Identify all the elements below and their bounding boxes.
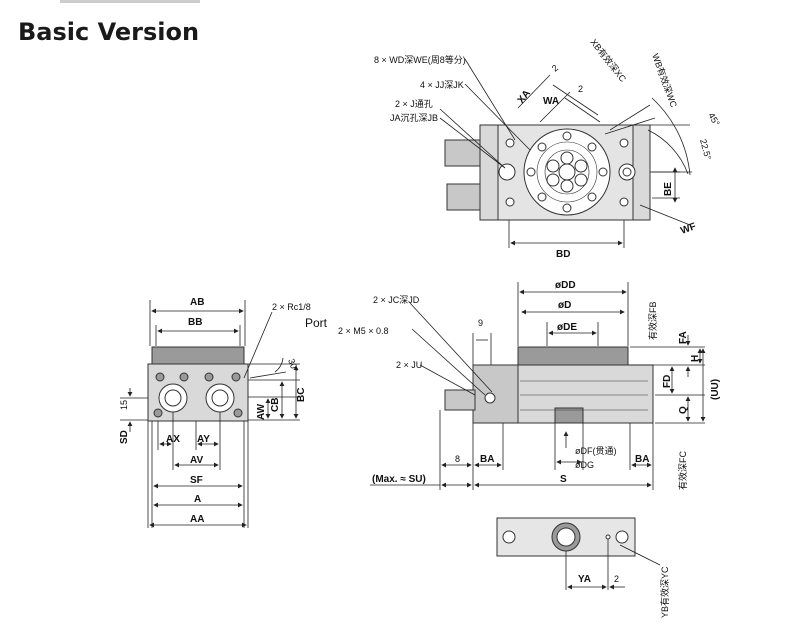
label-30deg: 30° [286,357,300,374]
label-two-b: 2 [578,84,583,94]
label-rc: 2 × Rc1/8 [272,302,311,312]
label-sf: SF [190,475,203,486]
label-aw: AW [256,403,267,420]
page-title: Basic Version [18,18,200,46]
label-ax: AX [166,434,180,445]
label-q: Q [678,406,689,414]
label-sd: SD [119,430,130,444]
label-ja: JA沉孔深JB [390,113,438,123]
label-de: øDE [557,322,577,333]
label-d: øD [558,300,571,311]
detail-view: YA 2 YB有效深YC [496,517,670,618]
side-view: AB BB 2 × Rc1/8 Port 30° 15 SD AW CB BC … [119,297,328,528]
label-xb: XB有效深XC [588,36,629,84]
label-two-a: 2 [550,63,560,74]
label-a: A [194,494,201,505]
label-dd: øDD [555,280,576,291]
label-xa: XA [516,88,533,106]
label-cb: CB [270,398,281,412]
cylinder-tube-lower [446,183,486,211]
label-port: Port [305,316,328,330]
label-ay: AY [197,434,210,445]
label-be: BE [663,182,674,196]
front-view: øDD øD øDE 有效深FB 2 × JC深JD 2 × M5 × 0.8 … [338,280,721,490]
label-aa: AA [190,514,204,525]
label-jj: 4 × JJ深JK [420,80,464,90]
top-edge-fragment [60,0,200,3]
label-fc: 有效深FC [677,451,688,490]
label-ab: AB [190,297,204,308]
label-maxsu: (Max. ≈ SU) [372,474,426,485]
top-view: 8 × WD深WE(周8等分) 4 × JJ深JK 2 × J通孔 JA沉孔深J… [374,36,722,260]
front-endcap [472,364,519,424]
label-fd: FD [662,375,673,388]
label-df: øDF(贯通) [575,446,617,456]
front-table [517,346,629,366]
label-dg: øDG [575,460,594,470]
label-wd: 8 × WD深WE(周8等分) [374,54,466,65]
label-uu: (UU) [710,379,721,400]
label-22deg: 22.5° [698,138,713,161]
label-bc: BC [296,388,307,402]
label-wf: WF [679,221,697,237]
front-shaft [554,407,584,424]
label-jc: 2 × JC深JD [373,295,420,305]
side-top-plate [151,346,245,366]
label-eight: 8 [455,454,460,464]
label-av: AV [190,455,203,466]
label-s: S [560,474,567,485]
label-ba-right: BA [635,454,649,465]
label-bd: BD [556,249,570,260]
front-fitting [444,389,476,411]
label-wa: WA [543,96,559,107]
label-ju: 2 × JU [396,360,422,370]
label-two: 2 [614,574,619,584]
label-ya: YA [578,574,591,585]
label-yb: YB有效深YC [659,566,670,618]
label-15: 15 [119,400,129,410]
label-j: 2 × J通孔 [395,99,433,109]
label-fa: FA [678,331,689,344]
label-nine: 9 [478,318,483,328]
label-m5: 2 × M5 × 0.8 [338,326,389,336]
label-45deg: 45° [706,111,722,128]
label-bb: BB [188,317,202,328]
label-fb: 有效深FB [647,301,658,340]
label-ba-left: BA [480,454,494,465]
label-h: H [690,355,701,362]
